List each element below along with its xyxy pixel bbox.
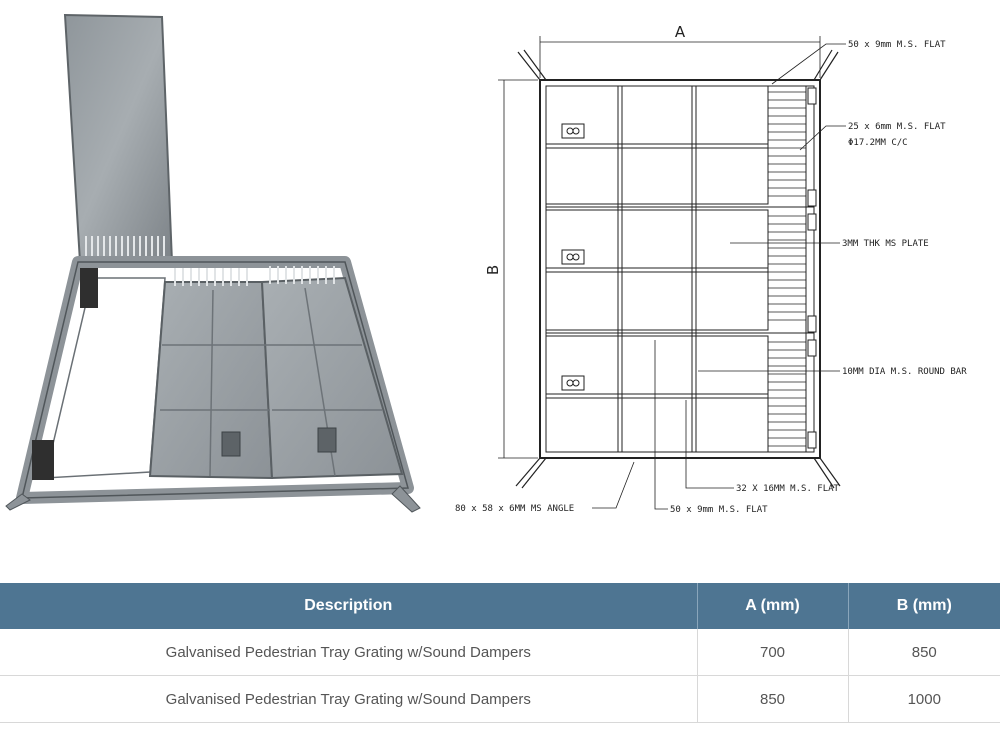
table-row: Galvanised Pedestrian Tray Grating w/Sou… bbox=[0, 675, 1000, 723]
lift-handle bbox=[317, 427, 337, 453]
cell-b: 850 bbox=[848, 629, 1000, 676]
table-header-row: Description A (mm) B (mm) bbox=[0, 583, 1000, 629]
callout-angle: 80 x 58 x 6MM MS ANGLE bbox=[455, 504, 574, 514]
spec-table: Description A (mm) B (mm) Galvanised Ped… bbox=[0, 583, 1000, 723]
grille-bars bbox=[768, 91, 806, 447]
header-a: A (mm) bbox=[697, 583, 849, 629]
callout-flat-bottom: 50 x 9mm M.S. FLAT bbox=[670, 505, 768, 515]
lift-handle bbox=[221, 431, 241, 457]
cell-a: 850 bbox=[697, 675, 849, 723]
dimension-a-label: A bbox=[675, 23, 686, 41]
header-description: Description bbox=[0, 583, 698, 629]
header-b: B (mm) bbox=[848, 583, 1000, 629]
cell-description: Galvanised Pedestrian Tray Grating w/Sou… bbox=[0, 629, 698, 676]
table-row: Galvanised Pedestrian Tray Grating w/Sou… bbox=[0, 629, 1000, 676]
cell-a: 700 bbox=[697, 629, 849, 676]
callout-spacing: Φ17.2MM C/C bbox=[848, 138, 908, 148]
callout-plate: 3MM THK MS PLATE bbox=[842, 239, 929, 249]
product-photo bbox=[5, 13, 421, 513]
cell-b: 1000 bbox=[848, 675, 1000, 723]
technical-drawing: A B 50 x 9mm M.S. FLAT 25 x 6mm M.S. FLA… bbox=[455, 23, 967, 515]
callout-flat-25: 25 x 6mm M.S. FLAT bbox=[848, 122, 946, 132]
panel-grille bbox=[174, 266, 335, 286]
dimension-b-label: B bbox=[484, 265, 502, 275]
callout-flat-32: 32 X 16MM M.S. FLAT bbox=[736, 484, 840, 494]
callout-round-bar: 10MM DIA M.S. ROUND BAR bbox=[842, 367, 967, 377]
callout-flat-top: 50 x 9mm M.S. FLAT bbox=[848, 40, 946, 50]
lid-grille bbox=[85, 236, 165, 258]
open-lid bbox=[63, 13, 174, 263]
cell-description: Galvanised Pedestrian Tray Grating w/Sou… bbox=[0, 675, 698, 723]
